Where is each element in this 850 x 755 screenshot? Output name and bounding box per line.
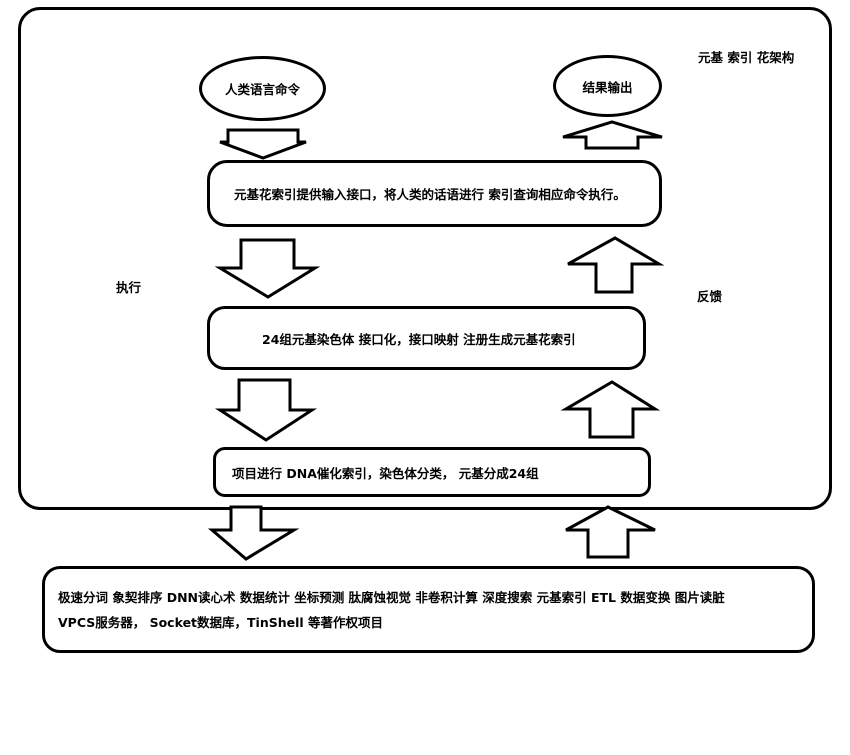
arrow-down-projects [207,505,300,561]
feedback-label: 反馈 [697,289,723,304]
arrow-down-input [219,128,307,160]
arrow-up-output [562,120,663,150]
arrow-down-exec-2 [214,378,318,442]
stage-2-box: 24组元基染色体 接口化，接口映射 注册生成元基花索引 [207,306,646,370]
input-node-label: 人类语言命令 [224,82,300,97]
input-node: 人类语言命令 [199,56,326,121]
projects-line-1: 极速分词 象契排序 DNN读心术 数据统计 坐标预测 肽腐蚀视觉 非卷积计算 深… [58,590,725,605]
arrow-up-feedback-2 [567,236,665,294]
stage-1-label: 元基花索引提供输入接口，将人类的话语进行 索引查询相应命令执行。 [234,187,626,202]
output-node-label: 结果输出 [582,79,633,95]
output-node: 结果输出 [553,55,662,117]
arrow-down-exec-1 [214,238,321,299]
stage-1-box: 元基花索引提供输入接口，将人类的话语进行 索引查询相应命令执行。 [207,160,662,227]
architecture-frame [18,7,832,510]
projects-box [42,566,815,653]
diagram-title: 元基 索引 花架构 [698,50,795,65]
stage-3-label: 项目进行 DNA催化索引，染色体分类， 元基分成24组 [232,465,539,481]
stage-3-box: 项目进行 DNA催化索引，染色体分类， 元基分成24组 [213,447,651,497]
projects-line-2: VPCS服务器， Socket数据库，TinShell 等著作权项目 [58,615,384,630]
arrow-up-projects [565,505,656,559]
arrow-up-feedback-1 [560,380,661,439]
stage-2-label: 24组元基染色体 接口化，接口映射 注册生成元基花索引 [262,331,576,347]
execute-label: 执行 [116,280,142,295]
